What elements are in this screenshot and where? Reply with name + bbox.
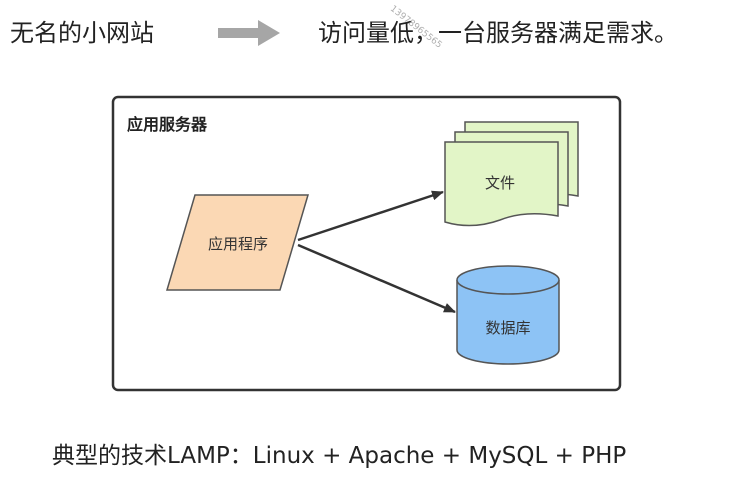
app-to-files-arrow: [297, 190, 444, 242]
database-label: 数据库: [485, 319, 530, 337]
right-arrow-icon: [218, 20, 280, 46]
files-label: 文件: [485, 174, 515, 192]
app-to-db-arrow: [297, 243, 456, 314]
site-label: 无名的小网站: [10, 19, 154, 47]
application-shape: [165, 194, 310, 291]
requirement-text: 访问量低，一台服务器满足需求。: [318, 19, 678, 47]
tech-stack-caption: 典型的技术LAMP：Linux + Apache + MySQL + PHP: [52, 443, 627, 469]
application-label: 应用程序: [208, 235, 268, 253]
database-shape: [456, 265, 560, 365]
files-shape: [444, 121, 579, 227]
app-server-title: 应用服务器: [127, 115, 208, 134]
